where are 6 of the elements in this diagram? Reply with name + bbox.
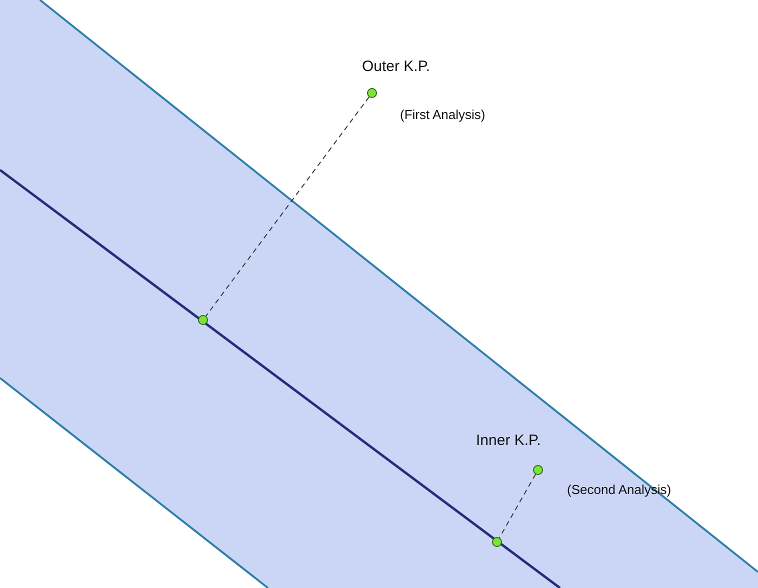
leader-line	[205, 96, 370, 316]
analysis-note: (First Analysis)	[400, 107, 486, 122]
leader-line	[498, 474, 536, 538]
point-marker	[367, 88, 377, 98]
point-label: Inner K.P.	[476, 432, 541, 449]
point-label: Outer K.P.	[362, 58, 430, 75]
